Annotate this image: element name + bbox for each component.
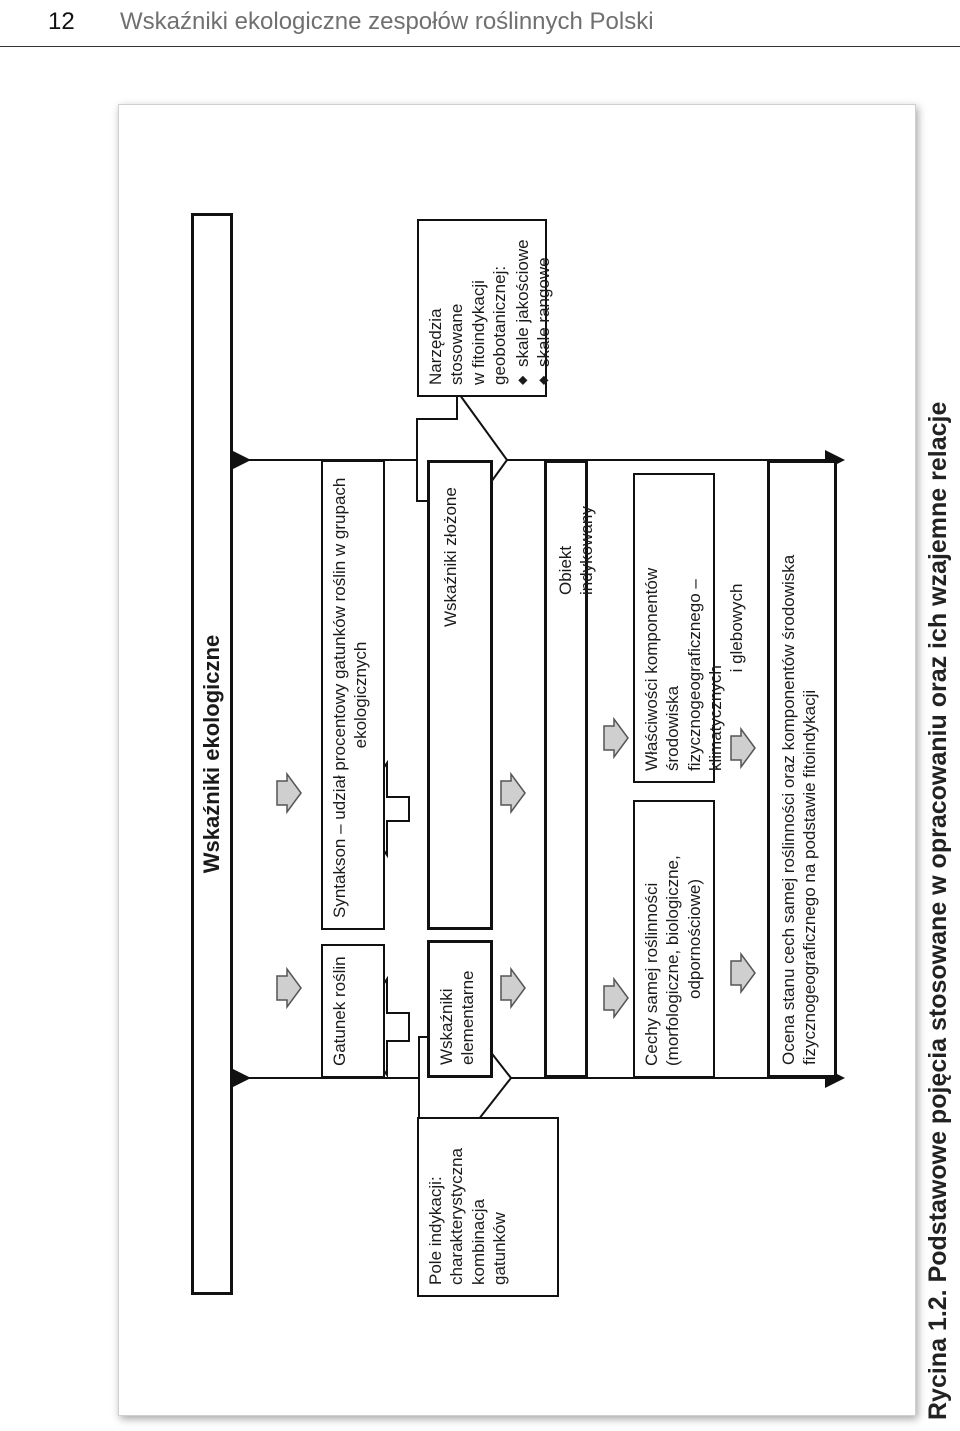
assessment-line1: Ocena stanu cech samej roślinności oraz … bbox=[779, 554, 798, 1065]
tools-line3: geobotanicznej: bbox=[489, 265, 509, 385]
syntaxon-line1: Syntakson – udział procentowy gatunków r… bbox=[330, 477, 349, 918]
page-number: 12 bbox=[48, 8, 75, 35]
elementary-line2: elementarne bbox=[458, 970, 478, 1065]
vegetation-traits-line1: Cechy samej roślinności bbox=[642, 882, 661, 1066]
elementary-line1: Wskaźniki bbox=[437, 988, 456, 1065]
main-title-box: Wskaźniki ekologiczne bbox=[191, 213, 233, 1295]
tools-box: Narzędzia stosowane w fitoindykacji geob… bbox=[417, 219, 553, 397]
indicated-object-label: Obiekt indykowany bbox=[556, 506, 597, 595]
assessment-box: Ocena stanu cech samej roślinności oraz … bbox=[767, 460, 837, 1078]
small-arrow-3 bbox=[500, 966, 526, 1010]
small-arrow-8 bbox=[730, 726, 756, 770]
elementary-indicators-box: Wskaźniki elementarne bbox=[427, 940, 493, 1078]
running-title: Wskaźniki ekologiczne zespołów roślinnyc… bbox=[120, 8, 654, 35]
syntaxon-box: Syntakson – udział procentowy gatunków r… bbox=[321, 460, 385, 930]
small-arrow-5 bbox=[603, 976, 629, 1020]
tools-item: skale jakościowe bbox=[512, 231, 533, 367]
small-arrow-1 bbox=[276, 966, 302, 1010]
environment-line2: fizycznogeograficznego – klimatycznych bbox=[684, 579, 725, 771]
figure-caption: Rycina 1.2. Podstawowe pojęcia stosowane… bbox=[924, 401, 952, 1420]
vegetation-traits-line2: (morfologiczne, biologiczne, bbox=[663, 855, 683, 1066]
vegetation-traits-line3: odpornościowe) bbox=[684, 879, 704, 1000]
tools-item: skale rangowe bbox=[533, 231, 554, 367]
syntaxon-line2: ekologicznych bbox=[351, 641, 371, 749]
indication-field-box: Pole indykacji: charakterystyczna kombin… bbox=[417, 1117, 559, 1297]
environment-line3: i glebowych bbox=[727, 583, 746, 673]
assessment-line2: fizycznogeograficznego na podstawie fito… bbox=[800, 689, 820, 1065]
small-arrow-4 bbox=[500, 771, 526, 815]
indicated-object-box: Obiekt indykowany bbox=[544, 460, 596, 1078]
indication-field-line2: charakterystyczna bbox=[447, 1148, 467, 1285]
tools-line1: Narzędzia stosowane bbox=[426, 303, 467, 385]
environment-properties-box: Właściwości komponentów środowiska fizyc… bbox=[633, 473, 746, 783]
small-arrow-7 bbox=[730, 951, 756, 995]
small-arrow-6 bbox=[603, 716, 629, 760]
indication-field-line4: gatunków bbox=[489, 1212, 509, 1285]
rotated-diagram: Wskaźniki ekologiczne Pole indykacji: ch… bbox=[119, 105, 915, 1415]
complex-indicators-box: Wskaźniki złożone bbox=[427, 460, 493, 930]
indication-field-line1: Pole indykacji: bbox=[426, 1176, 445, 1285]
page-header: 12 Wskaźniki ekologiczne zespołów roślin… bbox=[0, 0, 960, 47]
species-label: Gatunek roślin bbox=[330, 956, 349, 1066]
vegetation-traits-box: Cechy samej roślinności (morfologiczne, … bbox=[633, 800, 715, 1078]
indication-field-line3: kombinacja bbox=[468, 1199, 488, 1285]
complex-label: Wskaźniki złożone bbox=[441, 487, 460, 627]
environment-line1: Właściwości komponentów środowiska bbox=[642, 567, 683, 771]
main-title: Wskaźniki ekologiczne bbox=[199, 634, 225, 874]
tools-line2: w fitoindykacji bbox=[468, 280, 488, 385]
figure-frame: Wskaźniki ekologiczne Pole indykacji: ch… bbox=[118, 104, 916, 1416]
species-box: Gatunek roślin bbox=[321, 944, 385, 1078]
small-arrow-2 bbox=[276, 771, 302, 815]
